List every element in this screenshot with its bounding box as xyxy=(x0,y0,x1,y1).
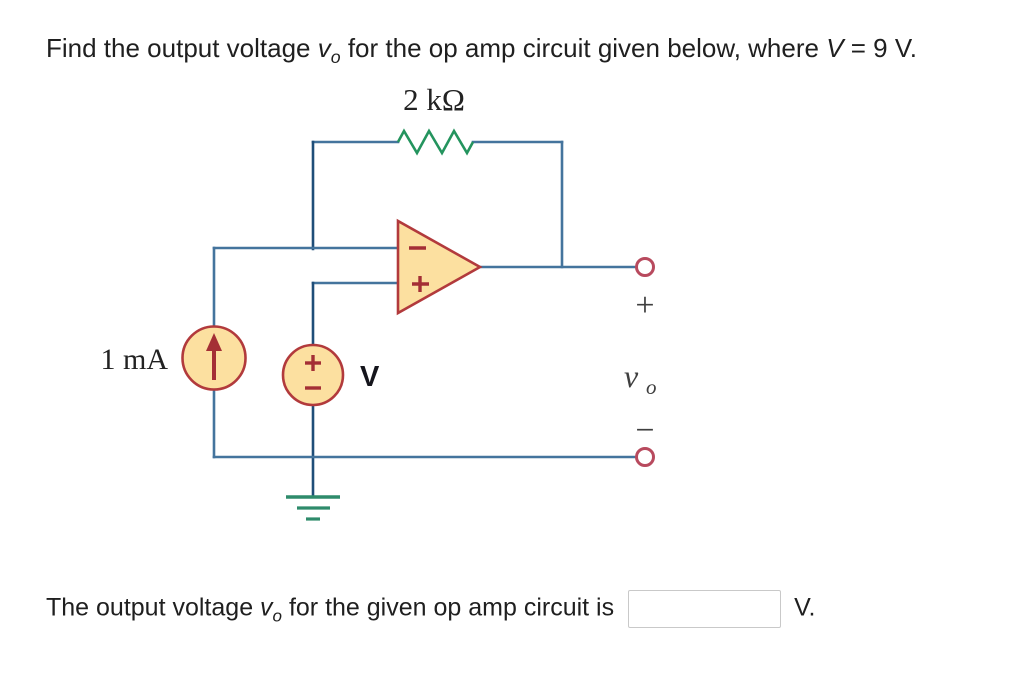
output-voltage-label-sub: o xyxy=(646,375,657,399)
answer-input[interactable] xyxy=(628,590,782,628)
question-text-before: Find the output voltage xyxy=(46,33,318,63)
answer-text-after: for the given op amp circuit is xyxy=(282,593,615,622)
voltage-source-plus-icon xyxy=(305,355,321,371)
question-text-after: = 9 V. xyxy=(843,33,918,63)
voltage-source xyxy=(281,343,345,407)
ground-icon xyxy=(286,495,340,521)
output-voltage-label: v xyxy=(624,358,639,394)
question-var-vo-sub: o xyxy=(330,47,341,68)
answer-row: The output voltage vo for the given op a… xyxy=(46,590,815,628)
output-terminal-bottom xyxy=(635,447,655,467)
feedback-resistor xyxy=(396,128,475,156)
current-source-label: 1 mA xyxy=(101,343,169,376)
question-var-vo: v xyxy=(317,33,331,63)
answer-var-vo-sub: o xyxy=(272,606,283,626)
output-terminal-top xyxy=(635,257,655,277)
answer-unit: V. xyxy=(794,593,816,622)
question-text: Find the output voltage vo for the op am… xyxy=(46,33,917,68)
resistor-label: 2 kΩ xyxy=(403,82,465,117)
opamp xyxy=(396,218,483,316)
output-minus-sign: − xyxy=(635,412,654,449)
question-var-V: V xyxy=(826,33,844,63)
voltage-source-label: V xyxy=(360,361,380,393)
opamp-noninverting-mark-icon xyxy=(412,276,429,292)
answer-var-vo: v xyxy=(260,593,273,622)
answer-text-before: The output voltage xyxy=(46,593,261,622)
current-arrow-icon xyxy=(206,333,222,380)
question-text-middle: for the op amp circuit given below, wher… xyxy=(340,33,827,63)
output-plus-sign: + xyxy=(635,287,654,324)
